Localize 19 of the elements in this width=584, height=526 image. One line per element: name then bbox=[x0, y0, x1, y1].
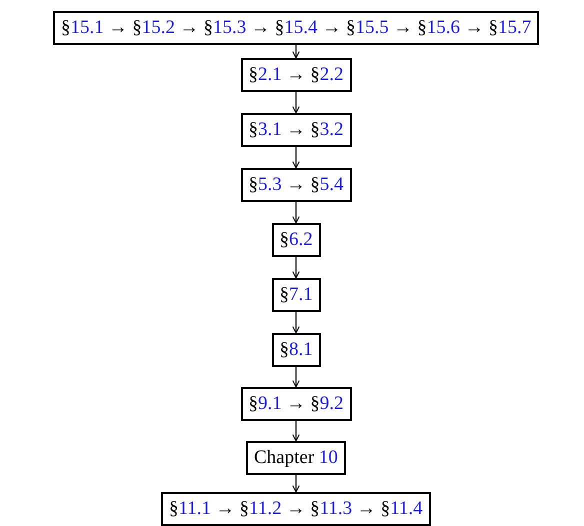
section-box: §9.1 → §9.2 bbox=[240, 387, 352, 421]
arrow bbox=[292, 312, 300, 334]
section-box: §11.1 → §11.2 → §11.3 → §11.4 bbox=[161, 492, 431, 526]
arrow bbox=[292, 202, 300, 224]
section-box: Chapter 10 bbox=[246, 441, 346, 475]
arrow bbox=[292, 367, 300, 388]
arrow bbox=[292, 475, 300, 492]
arrow bbox=[292, 421, 300, 442]
section-box: §3.1 → §3.2 bbox=[240, 113, 352, 147]
section-box: §6.2 bbox=[272, 223, 321, 257]
section-box: §7.1 bbox=[272, 278, 321, 312]
arrow bbox=[292, 147, 300, 168]
section-box: §15.1 → §15.2 → §15.3 → §15.4 → §15.5 → §15.6 → §15.7 bbox=[53, 11, 540, 45]
section-box: §2.1 → §2.2 bbox=[240, 58, 352, 92]
arrow bbox=[292, 45, 300, 58]
arrow bbox=[292, 257, 300, 278]
section-box: §5.3 → §5.4 bbox=[240, 168, 352, 202]
section-box: §8.1 bbox=[272, 333, 321, 367]
arrow bbox=[292, 92, 300, 114]
